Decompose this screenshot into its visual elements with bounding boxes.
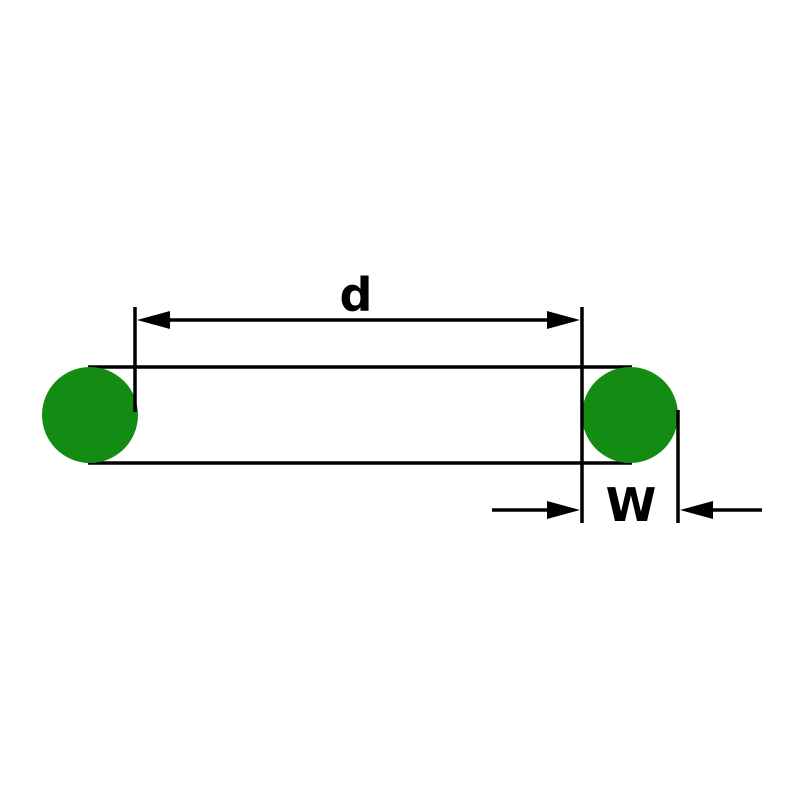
d-right-arrowhead-icon [547,311,580,329]
w-label: W [606,478,657,532]
right-cross-section-circle [582,367,678,463]
left-cross-section-circle [42,367,138,463]
d-left-arrowhead-icon [137,311,170,329]
w-right-arrowhead-icon [680,501,713,519]
w-left-arrowhead-icon [547,501,580,519]
d-label: d [340,268,373,322]
